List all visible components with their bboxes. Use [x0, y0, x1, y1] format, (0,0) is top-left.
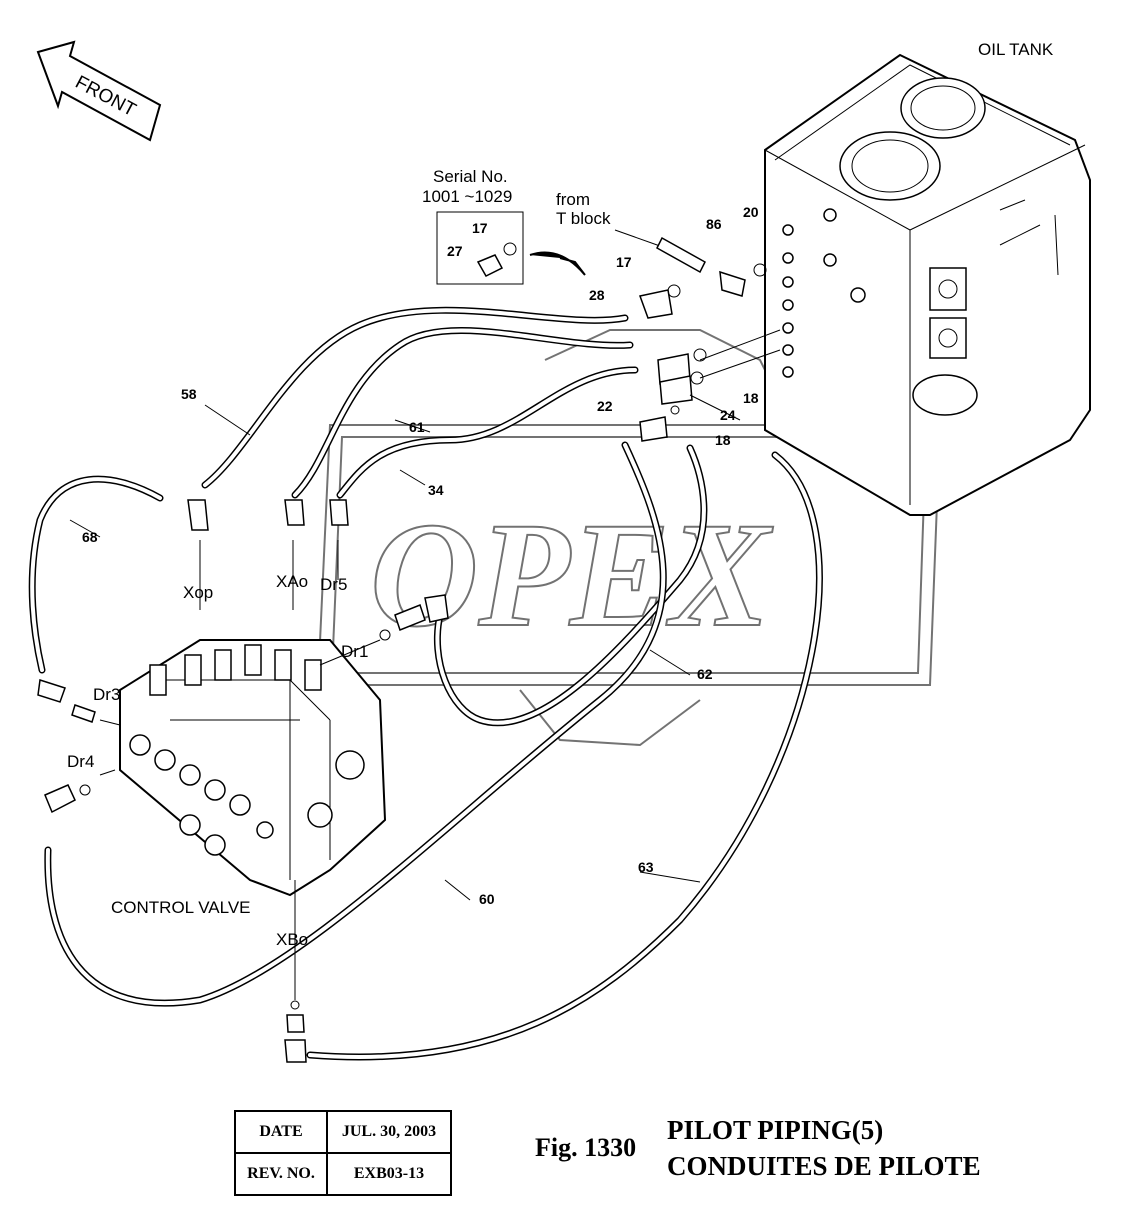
from-label: from: [556, 190, 590, 209]
part-63: 63: [638, 859, 654, 875]
hoses: 58 61 34 68 62 60 63: [28, 306, 823, 1061]
part-17: 17: [616, 254, 632, 270]
figure-title: PILOT PIPING(5) CONDUITES DE PILOTE: [667, 1112, 981, 1184]
part-34: 34: [428, 482, 444, 498]
watermark-text: OPEX: [370, 492, 774, 658]
part-18-upper: 18: [743, 390, 759, 406]
figure-title-en: PILOT PIPING(5): [667, 1115, 884, 1145]
pilot-piping-diagram: FRONT OPEX OIL TANK Serial N: [28, 40, 1091, 1063]
rev-value: EXB03-13: [326, 1152, 452, 1196]
tank-fittings: 86 20 17 28 18 22 24 18: [589, 204, 781, 448]
rev-label: REV. NO.: [234, 1152, 328, 1196]
ports: Xop XAo Dr5 Dr1 Dr3 Dr4 XBo: [37, 499, 449, 1063]
part-20: 20: [743, 204, 759, 220]
part-62: 62: [697, 666, 713, 682]
port-xop: Xop: [183, 583, 213, 602]
port-dr1: Dr1: [341, 642, 368, 661]
part-58: 58: [181, 386, 197, 402]
serial-inset: Serial No. 1001 ~1029 17 27: [422, 167, 586, 285]
oil-tank-label: OIL TANK: [978, 40, 1054, 59]
part-22: 22: [597, 398, 613, 414]
port-dr4: Dr4: [67, 752, 94, 771]
part-86: 86: [706, 216, 722, 232]
part-60: 60: [479, 891, 495, 907]
port-xbo: XBo: [276, 930, 308, 949]
part-24: 24: [720, 407, 736, 423]
figure-title-fr: CONDUITES DE PILOTE: [667, 1151, 981, 1181]
front-arrow: FRONT: [36, 40, 162, 142]
date-label: DATE: [234, 1110, 328, 1154]
part-28: 28: [589, 287, 605, 303]
port-xao: XAo: [276, 572, 308, 591]
revision-table: DATE JUL. 30, 2003 REV. NO. EXB03-13: [234, 1110, 452, 1196]
serial-label: Serial No.: [433, 167, 508, 186]
port-dr5: Dr5: [320, 575, 347, 594]
control-valve-label: CONTROL VALVE: [111, 898, 251, 917]
serial-range: 1001 ~1029: [422, 187, 512, 206]
port-dr3: Dr3: [93, 685, 120, 704]
part-27: 27: [447, 243, 463, 259]
oil-tank: OIL TANK: [764, 40, 1091, 516]
control-valve: CONTROL VALVE: [111, 639, 387, 917]
part-17-inset: 17: [472, 220, 488, 236]
t-block-label: T block: [556, 209, 611, 228]
figure-number: Fig. 1330: [535, 1133, 637, 1162]
date-value: JUL. 30, 2003: [326, 1110, 452, 1154]
part-18-lower: 18: [715, 432, 731, 448]
